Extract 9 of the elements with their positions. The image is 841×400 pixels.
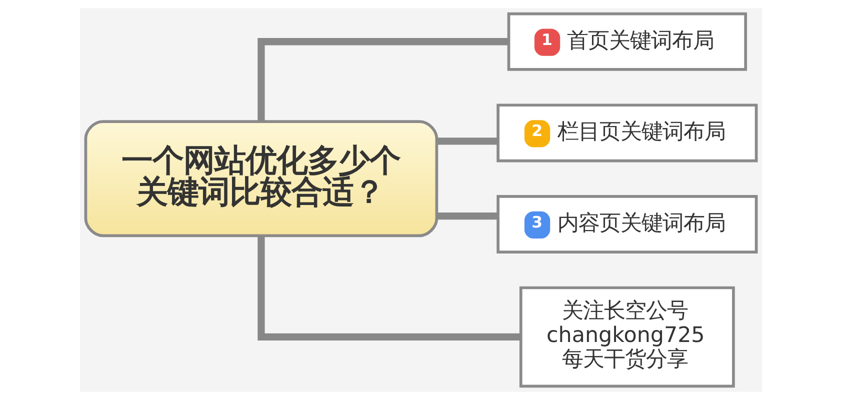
node-box: 一个网站优化多少个关键词比较合适？ [84,120,438,238]
connector [436,138,498,145]
node-box: 2 栏目页关键词布局 [496,104,758,162]
connector [436,212,498,220]
connector [257,236,520,341]
node-box: 3 内容页关键词布局 [496,195,758,254]
connector [257,38,508,122]
node-box: 关注长空公号 changkong725 每天干货分享 [518,286,734,388]
node-box: 1 首页关键词布局 [506,12,747,71]
